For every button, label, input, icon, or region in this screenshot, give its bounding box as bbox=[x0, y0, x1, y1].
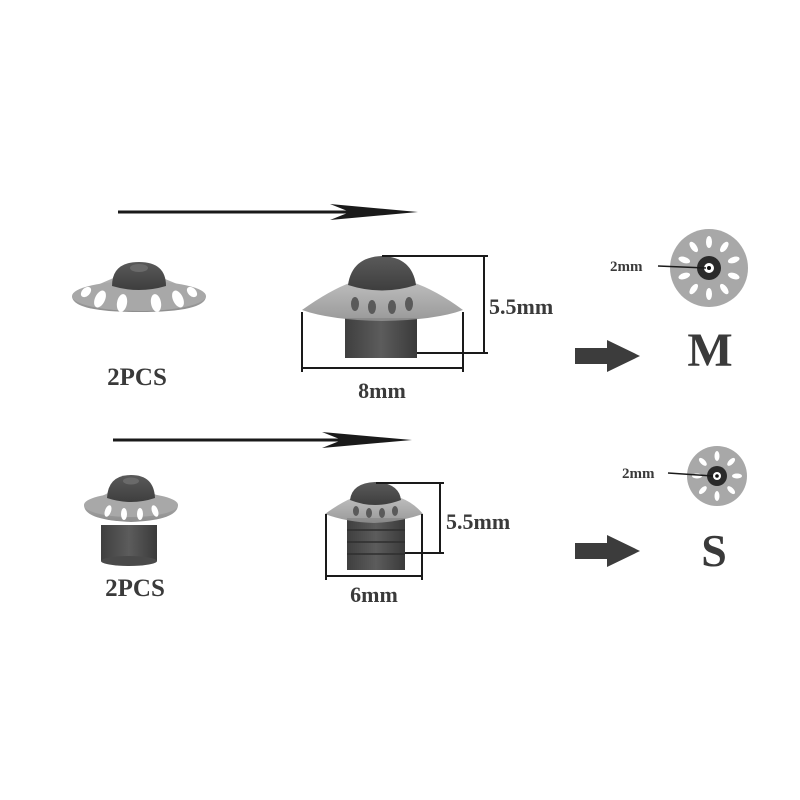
ear-dome-perspective-image bbox=[72, 262, 206, 312]
hole-leader-line bbox=[667, 472, 714, 477]
size-letter: M bbox=[687, 324, 732, 377]
size-letter: S bbox=[701, 525, 727, 576]
hole-leader-line bbox=[657, 265, 707, 269]
ear-dome-perspective-image bbox=[84, 475, 178, 566]
long-right-arrow-icon bbox=[113, 432, 412, 448]
quantity-label: 2PCS bbox=[105, 575, 165, 602]
long-right-arrow-icon bbox=[118, 204, 418, 220]
ear-dome-top-view bbox=[670, 229, 748, 307]
width-dimension-label: 8mm bbox=[358, 378, 406, 403]
ear-dome-top-view bbox=[687, 446, 747, 506]
width-dimension-label: 6mm bbox=[350, 582, 398, 607]
height-dimension-label: 5.5mm bbox=[446, 509, 510, 534]
row-medium: 2PCS 5.5mm 8mm bbox=[72, 204, 748, 403]
quantity-label: 2PCS bbox=[107, 364, 167, 391]
block-right-arrow-icon bbox=[575, 535, 640, 567]
block-right-arrow-icon bbox=[575, 340, 640, 372]
hole-diameter-label: 2mm bbox=[622, 466, 655, 482]
row-small: 2PCS 5.5mm 6mm bbox=[84, 432, 747, 607]
ear-dome-side-profile bbox=[302, 256, 463, 358]
hole-diameter-label: 2mm bbox=[610, 259, 643, 275]
dimension-lines bbox=[301, 255, 488, 372]
height-dimension-label: 5.5mm bbox=[489, 294, 553, 319]
dimension-lines bbox=[325, 482, 444, 580]
ear-dome-side-profile bbox=[325, 482, 423, 570]
